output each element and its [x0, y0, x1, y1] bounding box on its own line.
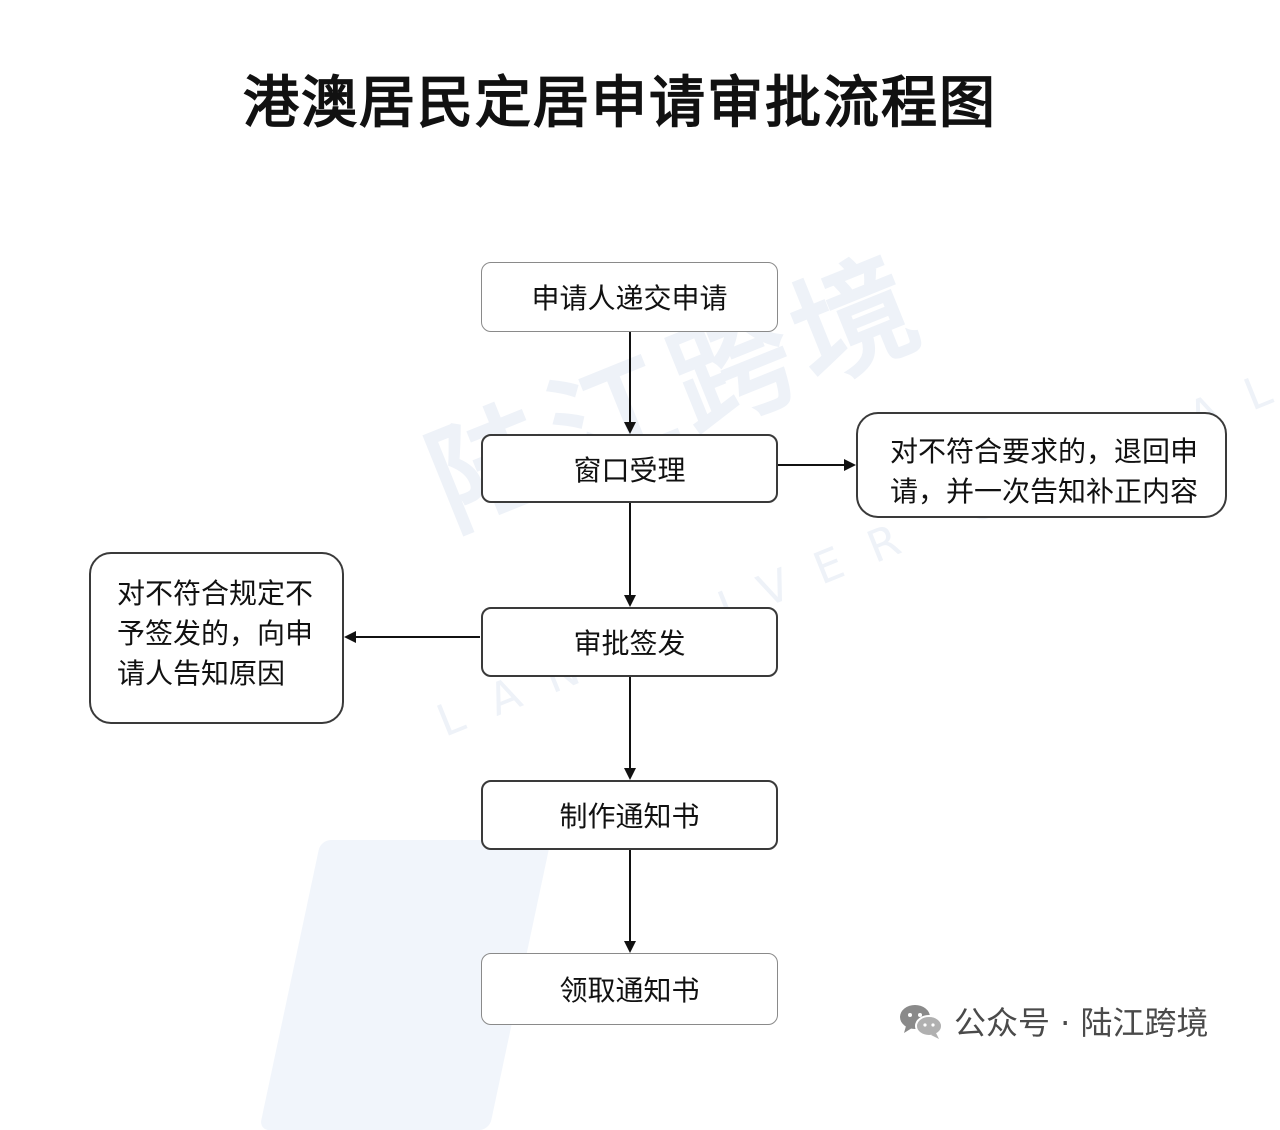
page-title: 港澳居民定居申请审批流程图: [243, 71, 997, 136]
note-reject-line: 予签发的，向申: [117, 617, 314, 650]
wechat-icon: [900, 1005, 943, 1039]
node-make-notice-label: 制作通知书: [559, 800, 700, 833]
node-make-notice: 制作通知书: [481, 780, 778, 850]
footer-text: 公众号 · 陆江跨境: [954, 1004, 1209, 1042]
node-approve: 审批签发: [481, 607, 778, 677]
node-submit-label: 申请人递交申请: [531, 282, 728, 315]
node-window: 窗口受理: [481, 434, 778, 503]
note-reject-line: 对不符合规定不: [117, 577, 314, 610]
node-approve-label: 审批签发: [573, 627, 686, 660]
note-return-line: 请，并一次告知补正内容: [890, 475, 1199, 508]
note-reject-line: 请人告知原因: [117, 657, 286, 690]
node-submit: 申请人递交申请: [481, 262, 778, 332]
node-collect-notice-label: 领取通知书: [559, 974, 700, 1007]
note-return-line: 对不符合要求的，退回申: [890, 435, 1199, 468]
footer-account: 公众号 · 陆江跨境: [898, 996, 1209, 1046]
flow-connectors: [344, 332, 856, 953]
note-return: 对不符合要求的，退回申 请，并一次告知补正内容: [856, 412, 1227, 518]
note-reject: 对不符合规定不 予签发的，向申 请人告知原因: [89, 552, 344, 724]
node-window-label: 窗口受理: [573, 453, 686, 487]
node-collect-notice: 领取通知书: [481, 953, 778, 1025]
